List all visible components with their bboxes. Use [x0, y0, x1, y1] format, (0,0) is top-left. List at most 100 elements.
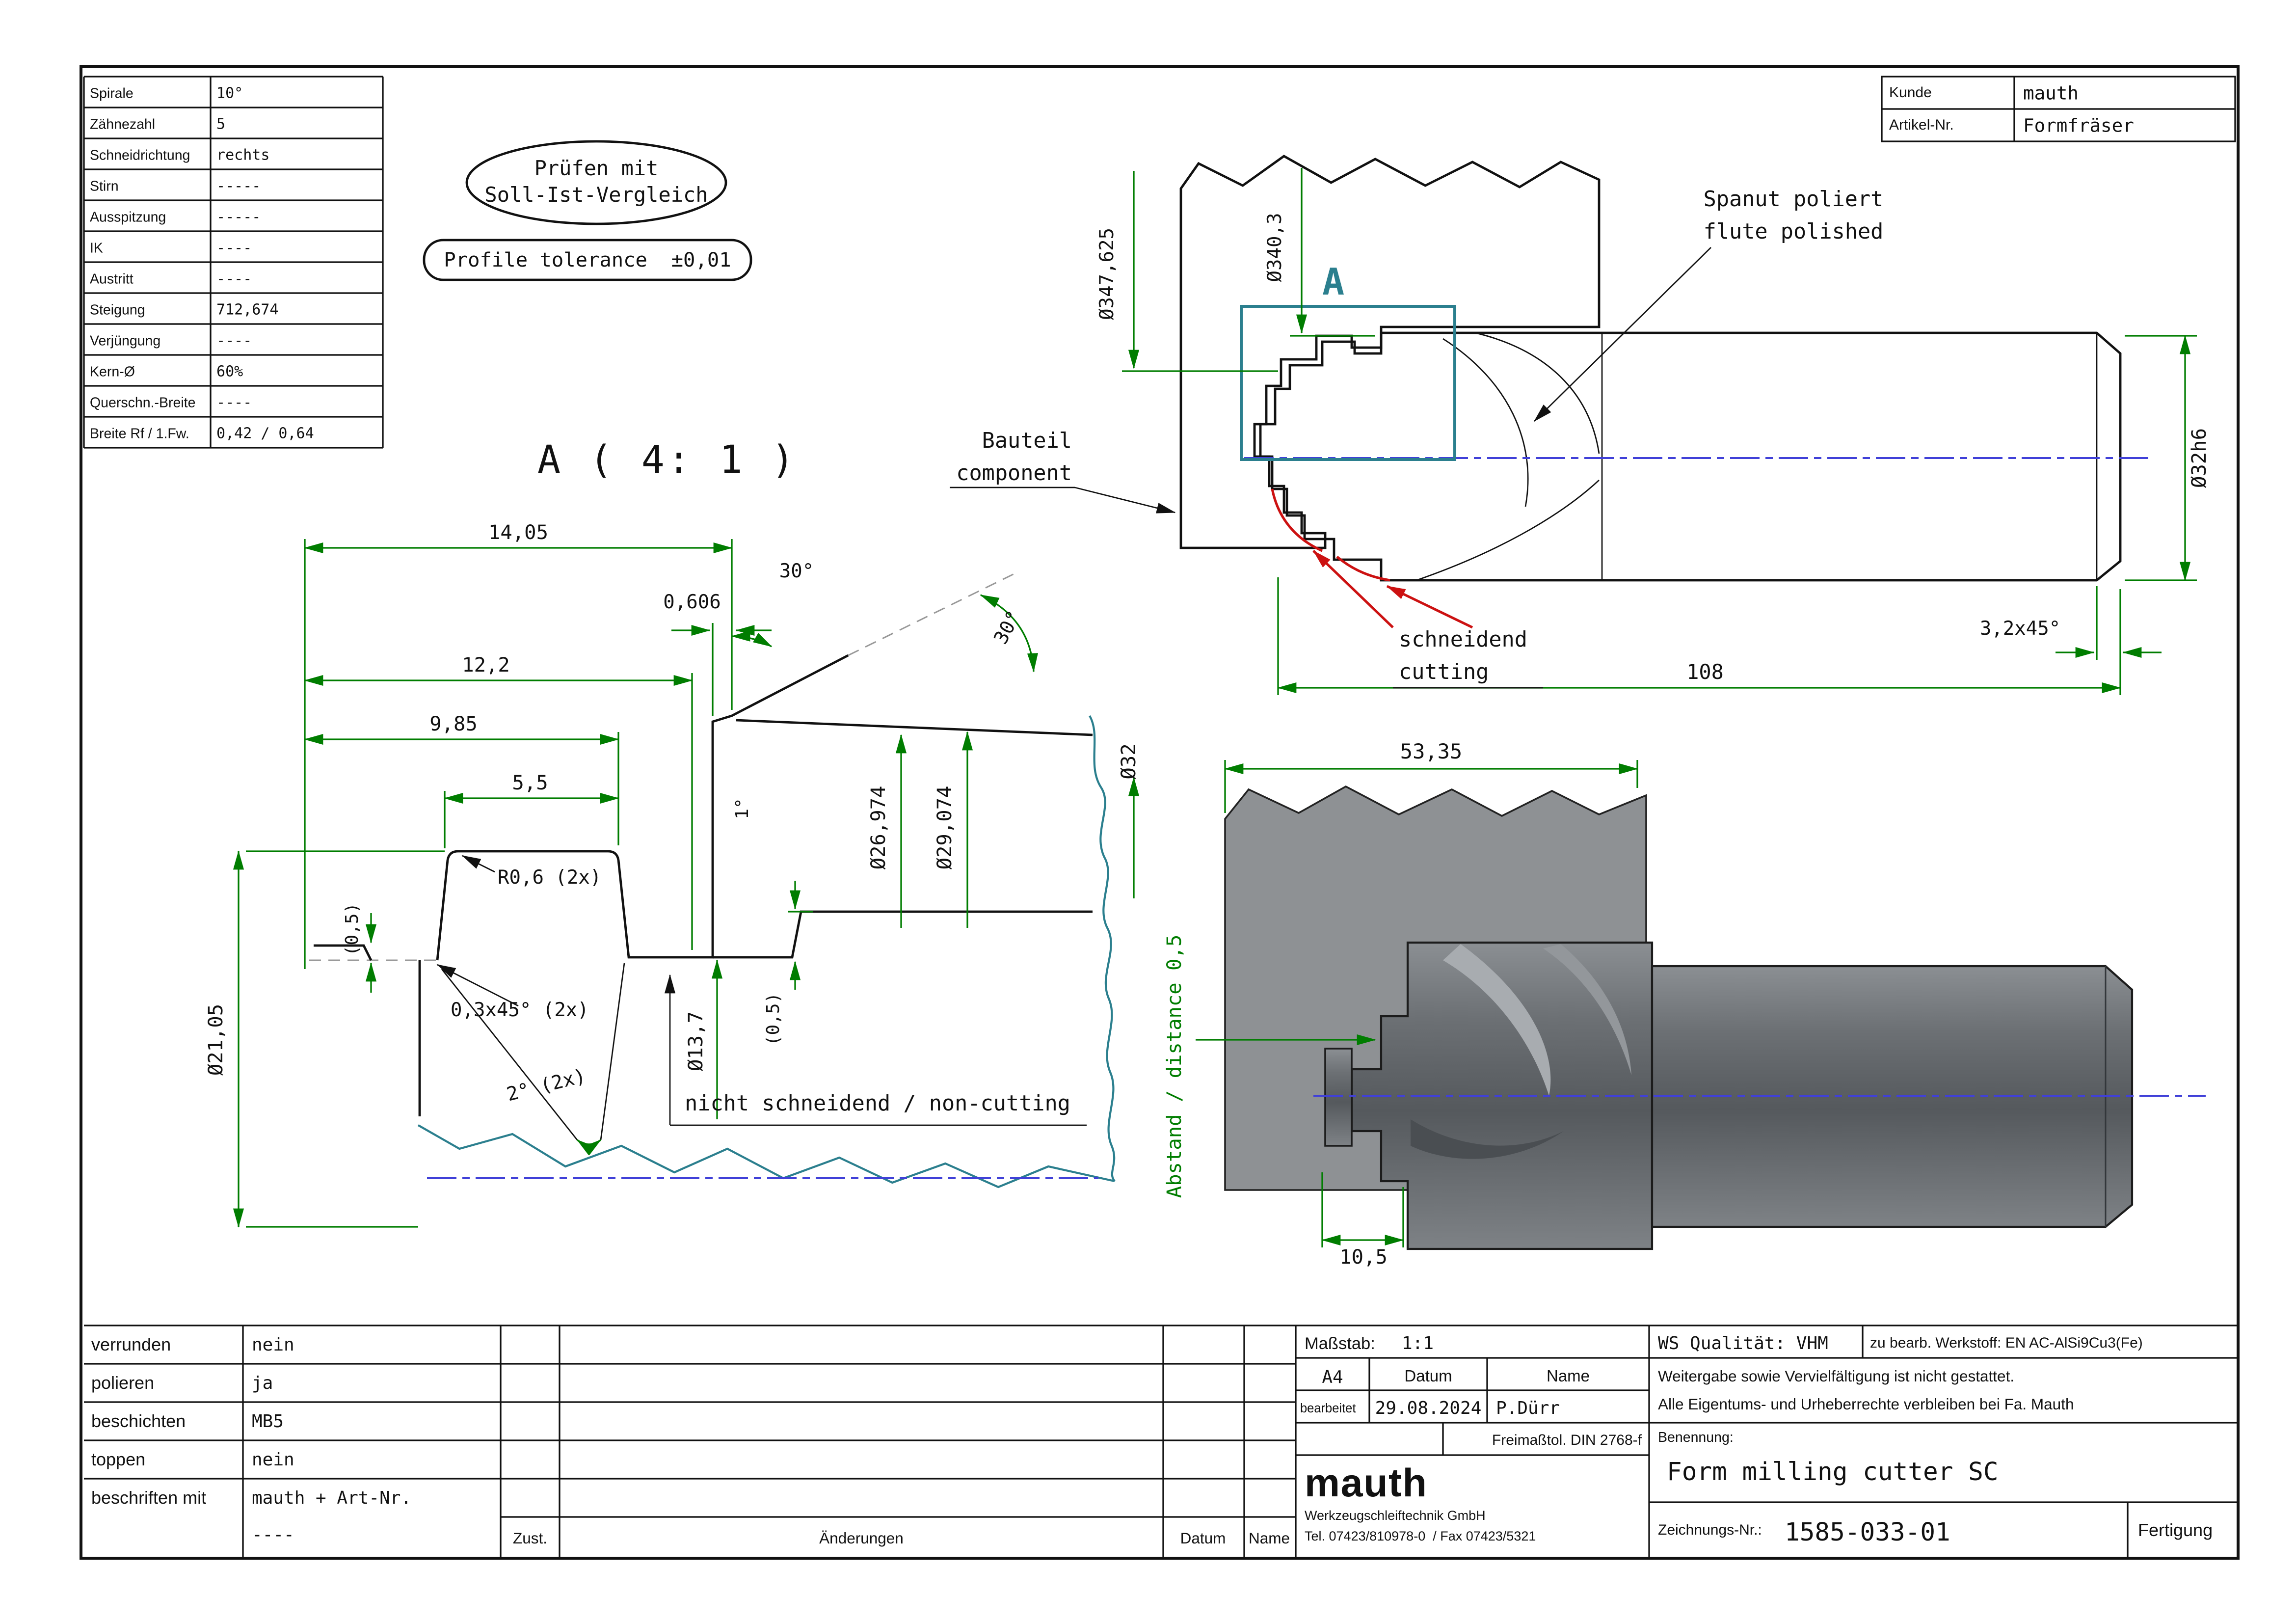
param-label: Verjüngung: [90, 333, 160, 349]
param-value: -----: [216, 178, 261, 195]
note-abstand: Abstand / distance 0,5: [1162, 935, 1186, 1198]
revision-name: Name: [1249, 1529, 1290, 1547]
dim-53-35: 53,35: [1400, 739, 1462, 763]
dim-0-5-left: (0,5): [342, 903, 362, 956]
leader-r0-6: [461, 855, 495, 873]
kunde-value: mauth: [2023, 82, 2079, 104]
dim-9-85: 9,85: [429, 712, 478, 735]
profile-30deg-flank: [731, 654, 849, 717]
param-value: 712,674: [216, 301, 278, 319]
leader-bauteil: [1074, 487, 1176, 514]
param-value: 5: [216, 116, 225, 133]
tolerance-note-box: [423, 239, 752, 281]
leader-cutting-2: [1386, 585, 1473, 629]
param-value: ----: [216, 270, 252, 288]
check-note-line1: Prüfen mit: [534, 156, 659, 180]
param-value: 10°: [216, 85, 243, 102]
dim-dia340-3: Ø340,3: [1264, 213, 1286, 282]
bearbeitet-datum: 29.08.2024: [1375, 1398, 1482, 1418]
param-value: ----: [216, 332, 252, 350]
param-label: IK: [90, 241, 103, 256]
name-label: Name: [1547, 1367, 1590, 1385]
param-label: Schneidrichtung: [90, 148, 190, 163]
finish-label: beschriften mit: [91, 1488, 206, 1508]
finish-value: ja: [252, 1373, 273, 1393]
finish-label: verrunden: [91, 1334, 171, 1354]
dim-5-5: 5,5: [512, 771, 548, 794]
legal-line2: Alle Eigentums- und Urheberrechte verble…: [1658, 1395, 2074, 1413]
dim-dia32h6: Ø32h6: [2187, 428, 2211, 488]
shaded-view-bottom: 53,35 10,5 Abstand / distance 0,5: [1162, 739, 2206, 1269]
dim-1deg: 1°: [732, 798, 752, 819]
werkstoff: zu bearb. Werkstoff: EN AC-AlSi9Cu3(Fe): [1870, 1335, 2143, 1351]
leader-chamfer-0-3: [436, 964, 519, 1007]
dim-0-5-right: (0,5): [763, 993, 783, 1046]
finish-label: beschichten: [91, 1411, 186, 1431]
leader-spanut: [1533, 247, 1711, 422]
finish-label: polieren: [91, 1373, 154, 1393]
profile-tooth: [436, 714, 732, 961]
flute-highlight-1: [1443, 944, 1551, 1096]
tolerance-note: Profile tolerance ±0,01: [444, 248, 731, 271]
hidden-lines: [309, 572, 1016, 961]
profile-1deg-surface: [736, 719, 1093, 736]
dim-chamfer-0-3: 0,3x45° (2x): [451, 999, 589, 1021]
revision-datum: Datum: [1180, 1529, 1226, 1547]
title-block-grid: [1296, 1325, 2239, 1558]
massstab-value: 1:1: [1402, 1333, 1434, 1353]
dim-r0-6: R0,6 (2x): [498, 866, 601, 889]
bearbeitet-label: bearbeitet: [1300, 1402, 1356, 1415]
finish-value: nein: [252, 1450, 294, 1470]
company-name: Werkzeugschleiftechnik GmbH: [1305, 1508, 1486, 1523]
non-cutting-note: nicht schneidend / non-cutting: [685, 1091, 1070, 1116]
check-note-line2: Soll-Ist-Vergleich: [484, 183, 708, 207]
finish-table-grid: [84, 1325, 2239, 1558]
extension-lines-top: [1122, 335, 2197, 695]
dim-arc-30-slant: [980, 594, 1038, 673]
detail-view-title: A ( 4: 1 ): [537, 438, 798, 482]
break-line-bottom: [417, 1124, 1115, 1189]
ws-qualitaet: WS Qualität: VHM: [1658, 1333, 1828, 1353]
dim-arc-30-top: [731, 630, 773, 648]
finish-value: nein: [252, 1335, 294, 1355]
extension-lines-detail: [246, 539, 813, 1228]
note-bauteil-de: Bauteil: [982, 429, 1072, 453]
flute-curves: [1416, 332, 1600, 581]
param-label: Austritt: [90, 271, 133, 287]
customer-box-grid: [1881, 76, 2236, 142]
sheet-border: [80, 65, 2240, 1560]
param-value: 60%: [216, 363, 243, 380]
leader-cutting-1: [1312, 550, 1394, 628]
benennung-label: Benennung:: [1658, 1430, 1734, 1445]
cutting-edge-highlight: [1271, 488, 1390, 582]
dim-dia32: Ø32: [1117, 743, 1140, 779]
profile-step-right: [713, 910, 1093, 959]
freimasstol: Freimaßtol. DIN 2768-f: [1492, 1432, 1642, 1448]
dim-108: 108: [1686, 660, 1724, 684]
cutter-pilot-shaded: [1324, 1048, 1353, 1147]
note-bauteil-en: component: [956, 461, 1072, 486]
param-value: 0,42 / 0,64: [216, 425, 314, 442]
note-schneidend-de: schneidend: [1399, 627, 1527, 652]
parameter-table-grid: [83, 76, 384, 449]
param-value: ----: [216, 394, 252, 411]
dim-dia26-974: Ø26,974: [866, 786, 890, 870]
param-label: Stirn: [90, 179, 119, 194]
artikel-value: Formfräser: [2023, 115, 2134, 136]
param-label: Spirale: [90, 86, 133, 102]
param-label: Steigung: [90, 302, 145, 318]
param-label: Zähnezahl: [90, 117, 155, 133]
legal-line1: Weitergabe sowie Vervielfältigung ist ni…: [1658, 1367, 2014, 1385]
break-line-right: [1089, 715, 1116, 1182]
detail-a-frame: [1240, 305, 1457, 461]
massstab-label: Maßstab:: [1305, 1334, 1375, 1353]
dim-30-top: 30°: [779, 560, 814, 582]
company-contact: Tel. 07423/810978-0 / Fax 07423/5321: [1305, 1529, 1536, 1543]
title-block: Maßstab: 1:1 A4 Datum Name bearbeitet 29…: [1296, 1325, 2239, 1558]
dim-dia13-7: Ø13,7: [684, 1011, 707, 1071]
zeichnung-label: Zeichnungs-Nr.:: [1658, 1522, 1762, 1538]
